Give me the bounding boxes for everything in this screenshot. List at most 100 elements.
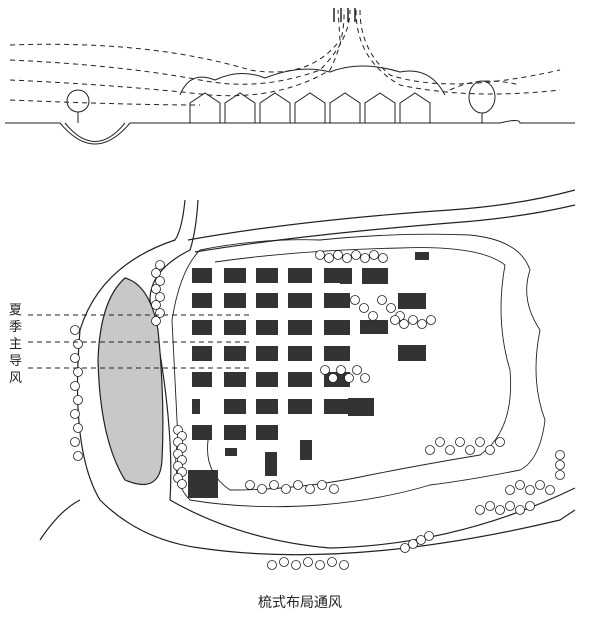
building (256, 372, 278, 387)
building (415, 252, 429, 260)
tree (151, 300, 161, 310)
section-tree-right (468, 80, 496, 123)
building (288, 346, 312, 361)
building (256, 399, 278, 414)
section-view (5, 8, 575, 145)
tree (555, 470, 565, 480)
label-char: 导 (9, 354, 23, 369)
tree (320, 365, 330, 375)
building (192, 320, 212, 335)
tree (70, 437, 80, 447)
label-char: 风 (9, 371, 23, 386)
tree (336, 365, 346, 375)
building (300, 440, 312, 460)
woodland-inner (207, 247, 512, 491)
building (224, 346, 246, 361)
section-house (259, 92, 291, 123)
tree (269, 480, 279, 490)
road-outer (76, 199, 576, 556)
tree (339, 560, 349, 570)
tree (515, 480, 525, 490)
tree (378, 253, 388, 263)
building (324, 320, 350, 335)
label-char: 季 (9, 320, 23, 335)
section-tree-left (66, 89, 90, 123)
summer-prevailing-wind-label: 夏 季 主 导 风 (9, 302, 25, 387)
tree (73, 367, 83, 377)
tree (445, 445, 455, 455)
tree (359, 303, 369, 313)
tree (151, 268, 161, 278)
building (288, 268, 312, 283)
tree (303, 557, 313, 567)
tree (155, 292, 165, 302)
tree (305, 484, 315, 494)
tree (351, 250, 361, 260)
building (288, 399, 312, 414)
pond (64, 122, 126, 142)
tree (245, 480, 255, 490)
road-sw (39, 499, 81, 541)
tree (485, 445, 495, 455)
building (224, 320, 246, 335)
tree (377, 295, 387, 305)
tree (333, 250, 343, 260)
building (398, 345, 426, 361)
building (224, 372, 246, 387)
tree (525, 485, 535, 495)
tree (416, 535, 426, 545)
tree (390, 315, 400, 325)
tree (350, 295, 360, 305)
tree (329, 484, 339, 494)
tree (426, 315, 436, 325)
trees (70, 250, 565, 570)
site-plan (28, 189, 576, 570)
tree (360, 253, 370, 263)
tree (73, 339, 83, 349)
tree (399, 319, 409, 329)
tree (408, 315, 418, 325)
tree (155, 260, 165, 270)
building (192, 372, 212, 387)
airflow-lines (9, 9, 561, 106)
tree (70, 325, 80, 335)
figure-caption: 梳式布局通风 (258, 595, 342, 611)
updraft-arrows (333, 8, 356, 22)
tree (435, 437, 445, 447)
tree (352, 365, 362, 375)
building (324, 293, 350, 308)
tree (342, 253, 352, 263)
tree (73, 395, 83, 405)
wind-arrows (28, 314, 250, 369)
tree (315, 560, 325, 570)
building (225, 448, 237, 456)
tree (73, 423, 83, 433)
tree (475, 505, 485, 515)
buildings (188, 252, 429, 498)
tree (70, 409, 80, 419)
tree (485, 501, 495, 511)
tree (368, 311, 378, 321)
section-house (364, 92, 396, 123)
tree (177, 479, 187, 489)
tree (315, 250, 325, 260)
tree (455, 437, 465, 447)
building (192, 346, 212, 361)
tree (465, 445, 475, 455)
tree (360, 373, 370, 383)
tree (525, 501, 535, 511)
tree (328, 373, 338, 383)
section-house (189, 92, 221, 123)
tree (555, 450, 565, 460)
tree (151, 284, 161, 294)
tree (267, 560, 277, 570)
building (192, 268, 212, 283)
tree (155, 308, 165, 318)
canopy (179, 65, 446, 96)
building (324, 346, 350, 361)
tree (408, 539, 418, 549)
building (224, 293, 246, 308)
building (256, 293, 278, 308)
building (256, 346, 278, 361)
